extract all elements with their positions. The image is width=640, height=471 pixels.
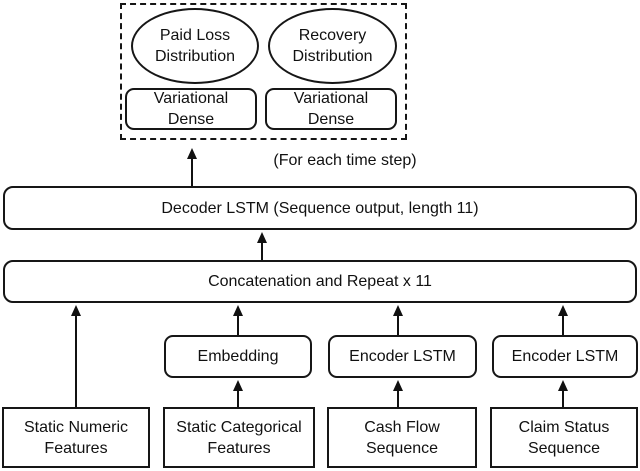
decoder-lstm-node: Decoder LSTM (Sequence output, length 11…: [3, 186, 637, 230]
arrowhead: [71, 305, 81, 316]
embedding-node: Embedding: [164, 335, 312, 378]
arrow-shaft: [562, 388, 564, 407]
variational-dense-left-node: Variational Dense: [125, 88, 257, 130]
variational-dense-right-node: Variational Dense: [265, 88, 397, 130]
claim-status-sequence-label: Claim Status Sequence: [518, 418, 610, 457]
arrow-encoder-lstm-1-to-concat: [393, 305, 403, 336]
paid-loss-distribution-label: Paid Loss Distribution: [154, 27, 236, 65]
cash-flow-sequence-label: Cash Flow Sequence: [364, 418, 440, 457]
arrowhead: [558, 380, 568, 391]
arrow-shaft: [191, 156, 193, 186]
arrowhead: [233, 380, 243, 391]
arrow-cash-flow-to-encoder-lstm-1: [393, 380, 403, 407]
paid-loss-distribution-node: Paid Loss Distribution: [131, 8, 259, 84]
arrow-claim-status-to-encoder-lstm-2: [558, 380, 568, 407]
recovery-distribution-node: Recovery Distribution: [268, 8, 397, 84]
arrow-shaft: [562, 313, 564, 336]
per-time-step-output-group-box: [120, 3, 407, 140]
claim-status-sequence-node: Claim Status Sequence: [490, 407, 638, 468]
encoder-lstm-1-label: Encoder LSTM: [349, 348, 456, 365]
static-numeric-features-label: Static Numeric Features: [23, 418, 129, 457]
arrowhead: [233, 305, 243, 316]
arrowhead: [558, 305, 568, 316]
arrow-shaft: [237, 313, 239, 336]
cash-flow-sequence-node: Cash Flow Sequence: [327, 407, 477, 468]
encoder-lstm-2-label: Encoder LSTM: [511, 348, 619, 365]
arrow-encoder-lstm-2-to-concat: [558, 305, 568, 336]
concatenation-repeat-node: Concatenation and Repeat x 11: [3, 260, 637, 303]
arrowhead: [257, 232, 267, 243]
arrowhead: [393, 380, 403, 391]
arrow-shaft: [397, 313, 399, 336]
arrow-shaft: [397, 388, 399, 407]
static-numeric-features-node: Static Numeric Features: [2, 407, 150, 468]
arrow-static-numeric-to-concat: [71, 305, 81, 407]
variational-dense-left-label: Variational Dense: [153, 90, 229, 128]
arrow-concat-to-decoder: [257, 232, 267, 260]
concatenation-repeat-label: Concatenation and Repeat x 11: [208, 273, 432, 290]
arrowhead: [187, 148, 197, 159]
arrow-embedding-to-concat: [233, 305, 243, 336]
encoder-lstm-1-node: Encoder LSTM: [328, 335, 477, 378]
embedding-label: Embedding: [197, 348, 279, 365]
decoder-lstm-label: Decoder LSTM (Sequence output, length 11…: [161, 199, 479, 217]
static-categorical-features-label: Static Categorical Features: [176, 418, 302, 457]
arrow-shaft: [75, 313, 77, 407]
arrowhead: [393, 305, 403, 316]
time-step-note: (For each time step): [273, 152, 417, 169]
static-categorical-features-node: Static Categorical Features: [163, 407, 315, 468]
arrow-shaft: [261, 240, 263, 260]
arrow-static-categorical-to-embedding: [233, 380, 243, 407]
encoder-lstm-2-node: Encoder LSTM: [492, 335, 638, 378]
recovery-distribution-label: Recovery Distribution: [292, 27, 373, 65]
arrow-decoder-to-output-group: [187, 148, 197, 186]
arrow-shaft: [237, 388, 239, 407]
variational-dense-right-label: Variational Dense: [293, 90, 369, 128]
